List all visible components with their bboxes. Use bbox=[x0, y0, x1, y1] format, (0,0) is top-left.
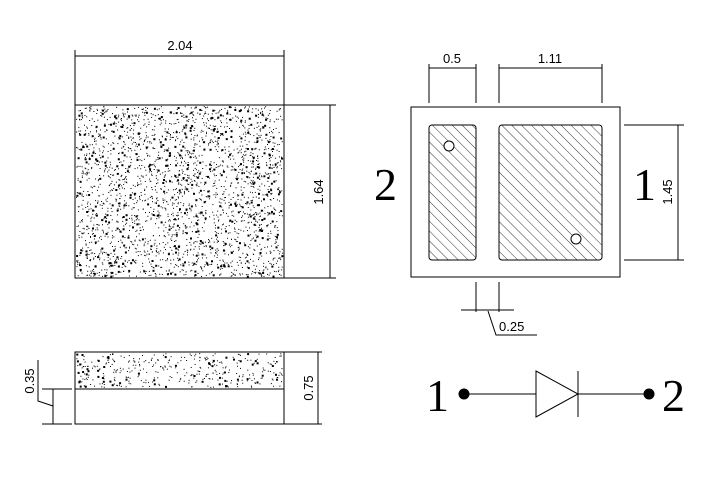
stipple-texture bbox=[76, 106, 284, 278]
base-height-label: 0.35 bbox=[22, 368, 37, 393]
via-circle bbox=[570, 233, 582, 245]
top-view: 2.04 1.64 bbox=[74, 38, 336, 279]
pad-height-label: 1.45 bbox=[660, 179, 675, 204]
stipple-texture bbox=[76, 353, 283, 388]
diode-symbol: 1 2 bbox=[426, 370, 685, 421]
height-dimension-label: 1.64 bbox=[311, 179, 326, 204]
total-height-label: 0.75 bbox=[301, 375, 316, 400]
pin-2-label: 2 bbox=[374, 159, 397, 210]
right-pad bbox=[498, 124, 603, 261]
gap-label: 0.25 bbox=[499, 319, 524, 334]
right-pad-width-label: 1.11 bbox=[538, 51, 562, 66]
package-body-side bbox=[74, 351, 285, 425]
side-view: 0.75 0.35 bbox=[22, 351, 322, 425]
left-pad bbox=[428, 124, 477, 261]
anode-label: 1 bbox=[426, 370, 449, 421]
diode-triangle bbox=[535, 370, 580, 418]
width-dimension-label: 2.04 bbox=[167, 38, 192, 53]
cathode-label: 2 bbox=[662, 370, 685, 421]
footprint-view: 0.5 1.11 1.45 0.25 2 1 bbox=[374, 51, 684, 336]
via-circle bbox=[443, 140, 455, 152]
left-pad-width-label: 0.5 bbox=[443, 51, 461, 66]
pin-1-label: 1 bbox=[633, 159, 656, 210]
